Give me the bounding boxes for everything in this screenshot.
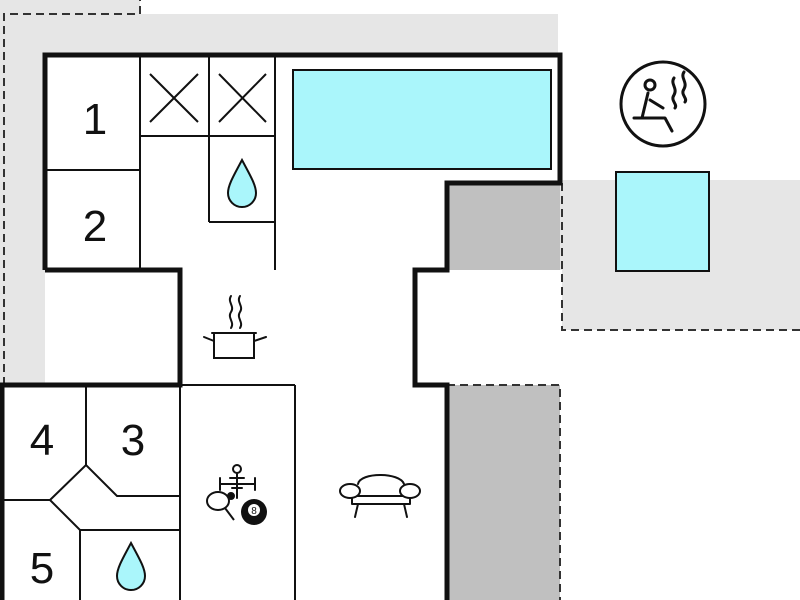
water-drop-icon [226, 157, 258, 208]
room-label-1: 1 [83, 95, 107, 144]
covered-terrace-upper [447, 183, 560, 270]
sofa-icon [339, 474, 421, 518]
cooking-pot-icon [203, 295, 267, 359]
water-drop-icon [115, 540, 147, 591]
storage-cross-icon [149, 73, 199, 123]
foosball-icon [219, 464, 256, 499]
terrace-boundary [3, 0, 800, 600]
sauna-icon [619, 60, 707, 148]
storage-cross-icon [218, 73, 267, 123]
interior-walls [2, 55, 296, 600]
room-label-2: 2 [83, 202, 107, 251]
room-label-5: 5 [30, 544, 54, 593]
billiard-ball-number: 8 [251, 506, 257, 517]
room-label-4: 4 [30, 416, 54, 465]
pool-icon [292, 69, 552, 170]
exterior-walls [0, 52, 563, 600]
room-label-3: 3 [121, 416, 145, 465]
billiard-ball-icon: 8 [241, 499, 267, 525]
hot-tub-icon [615, 171, 710, 272]
table-tennis-icon [206, 491, 235, 521]
covered-terrace-lower [447, 385, 560, 600]
